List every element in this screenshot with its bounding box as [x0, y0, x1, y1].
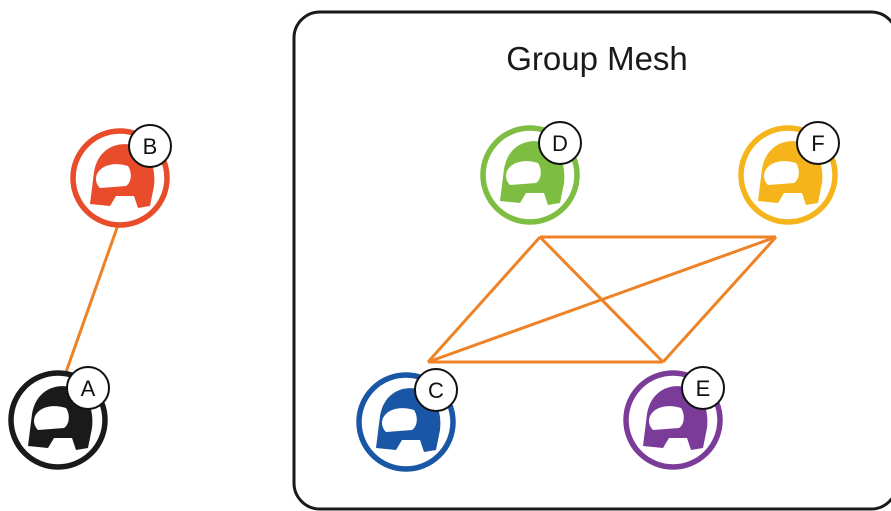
node-e: E [623, 366, 725, 470]
link-a-b [63, 224, 120, 376]
group-mesh-title: Group Mesh [506, 40, 688, 77]
node-badge [681, 366, 725, 410]
node-b: B [70, 124, 172, 228]
group-mesh-box [292, 10, 891, 511]
node-label: B [143, 134, 158, 159]
nodes-layer: A B C D E F [8, 121, 840, 472]
node-label: C [428, 378, 444, 403]
node-badge [128, 124, 172, 168]
node-badge [538, 121, 582, 165]
node-badge [414, 368, 458, 412]
node-label: F [811, 131, 824, 156]
node-badge [796, 121, 840, 165]
link-c-f [427, 235, 777, 364]
node-c: C [356, 368, 458, 472]
link-e-f [661, 235, 778, 364]
node-f: F [738, 121, 840, 225]
node-label: E [696, 376, 711, 401]
link-d-c [426, 235, 542, 364]
node-a: A [8, 366, 110, 470]
node-d: D [480, 121, 582, 225]
node-label: A [81, 376, 96, 401]
node-label: D [552, 131, 568, 156]
node-badge [66, 366, 110, 410]
links-layer [63, 224, 778, 376]
